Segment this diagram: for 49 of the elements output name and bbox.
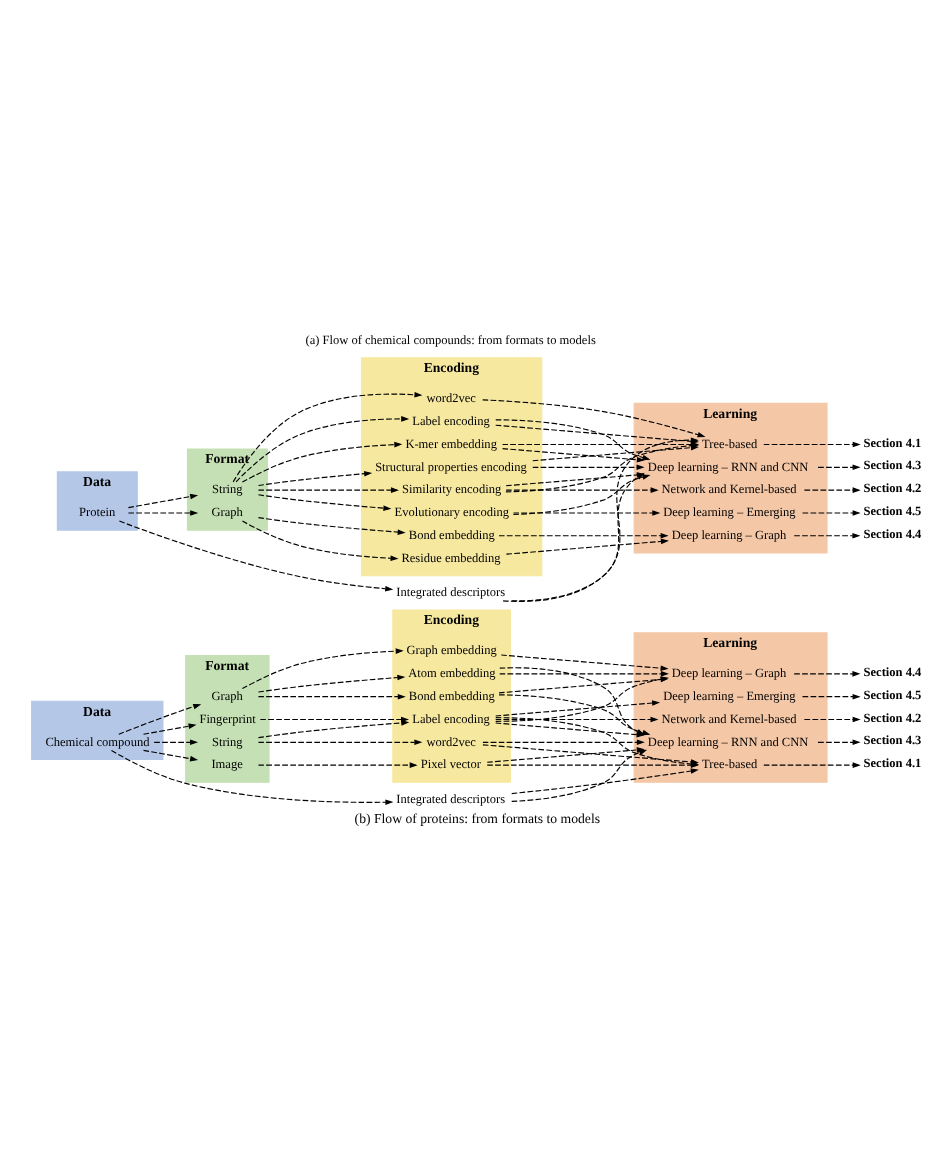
arrow [800, 509, 860, 515]
arrow [510, 748, 647, 801]
arrow [240, 647, 403, 689]
arrow [792, 532, 860, 538]
arrow [152, 738, 198, 745]
arrow [800, 692, 860, 699]
arrow [258, 715, 408, 722]
arrow [816, 463, 860, 470]
arrow [117, 519, 393, 591]
arrow [109, 748, 393, 805]
arrow [531, 463, 644, 470]
arrow [762, 761, 860, 767]
arrow [802, 486, 860, 492]
arrow [485, 746, 644, 762]
arrow [126, 492, 198, 508]
arrow [256, 719, 409, 738]
arrow [256, 493, 391, 510]
arrow [141, 722, 196, 734]
arrow [494, 418, 650, 460]
arrow [256, 673, 405, 692]
arrow [256, 469, 372, 486]
arrow [500, 447, 644, 462]
arrow [816, 738, 860, 745]
arrow [511, 509, 660, 515]
arrow [498, 670, 668, 676]
arrow [256, 516, 405, 534]
arrow [256, 692, 405, 699]
arrow [141, 748, 198, 761]
arrow [240, 519, 398, 561]
arrow [234, 415, 409, 482]
arrow [494, 699, 660, 716]
arrow [792, 670, 860, 676]
arrow [504, 537, 668, 554]
arrow [504, 486, 658, 492]
arrow [499, 653, 668, 670]
arrow [117, 702, 201, 734]
arrow [510, 767, 698, 794]
arrow [256, 761, 417, 767]
arrow [497, 532, 668, 538]
arrow [762, 440, 860, 447]
arrow [494, 715, 658, 722]
arrow [802, 715, 860, 722]
arrow [256, 486, 398, 492]
arrow [481, 398, 705, 437]
arrow [231, 391, 422, 482]
arrow [256, 738, 422, 745]
arrow [481, 738, 644, 745]
arrow [126, 509, 198, 515]
arrow [240, 440, 402, 482]
